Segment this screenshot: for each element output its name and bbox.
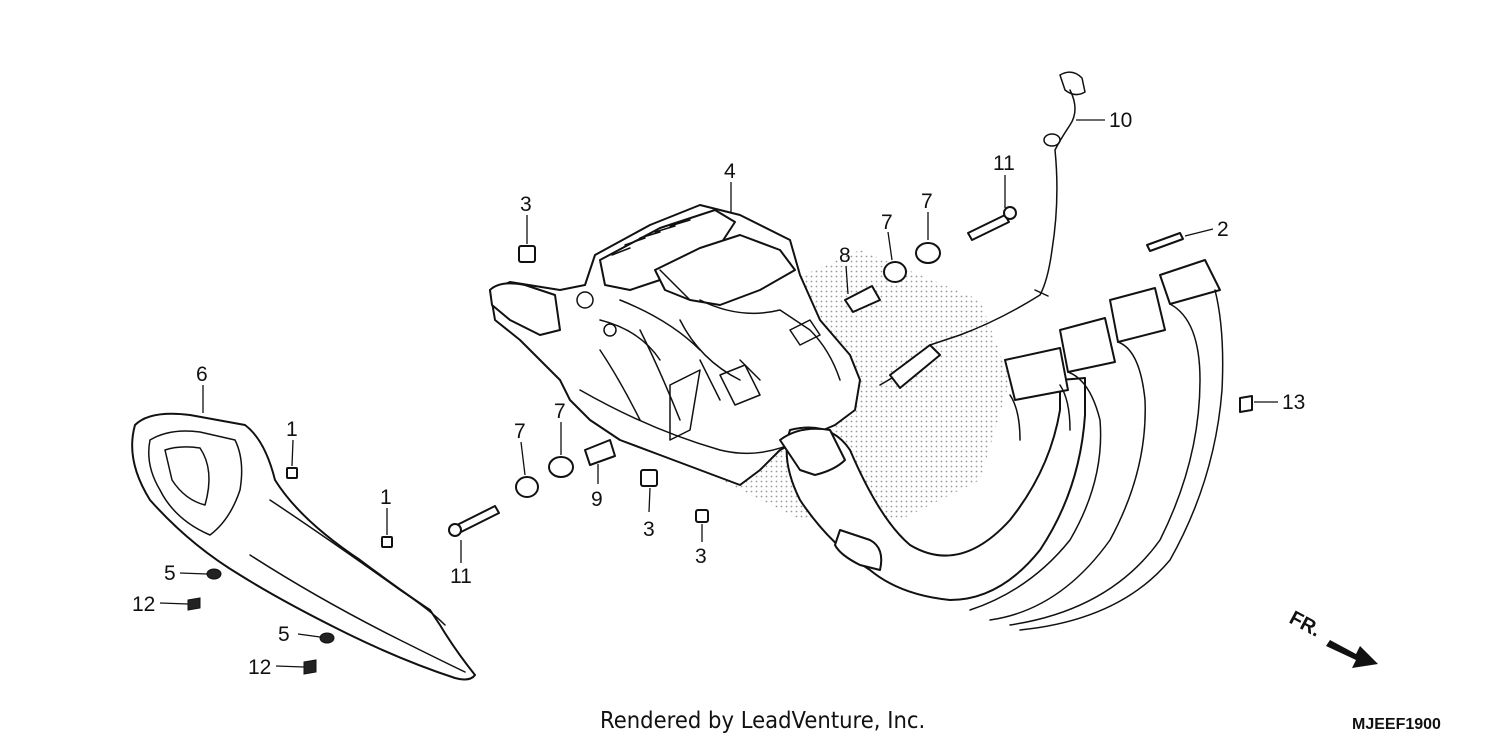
callout-3-mid: 3	[643, 518, 655, 541]
callout-5-upper: 5	[164, 562, 176, 585]
exhaust-header-pipes	[779, 259, 1224, 631]
callout-11-top: 11	[993, 152, 1015, 175]
callout-7-left: 7	[554, 400, 566, 423]
callout-7-left2: 7	[514, 420, 526, 443]
callouts: 3 4 10 11 2 7 7 8 13 6 1 1 7 7 9 3 3 11 …	[132, 109, 1305, 679]
callout-7-right: 7	[921, 190, 933, 213]
callout-10: 10	[1109, 109, 1132, 132]
callout-6: 6	[196, 363, 208, 386]
credit-text: Rendered by LeadVenture, Inc.	[600, 708, 926, 734]
muffler-part-4	[489, 204, 861, 486]
diagram-code: MJEEF1900	[1352, 716, 1441, 733]
front-arrow-icon	[1326, 640, 1378, 668]
callout-11-bottom: 11	[450, 565, 472, 588]
hardware	[187, 206, 1253, 675]
callout-12-upper: 12	[132, 593, 155, 616]
o2-sensor-part-10	[879, 71, 1086, 389]
callout-1-lower: 1	[380, 486, 392, 509]
leader-lines	[159, 119, 1278, 668]
clip-part-3-low	[695, 509, 709, 523]
callout-12-lower: 12	[248, 656, 271, 679]
callout-5-lower: 5	[278, 623, 290, 646]
callout-3-low: 3	[695, 545, 707, 568]
callout-7-right2: 7	[881, 211, 893, 234]
callout-2: 2	[1217, 218, 1229, 241]
gasket-part-2	[1146, 232, 1184, 252]
front-direction-indicator: FR.	[1286, 607, 1378, 668]
callout-1-upper: 1	[286, 418, 298, 441]
callout-8: 8	[839, 244, 851, 267]
front-label: FR.	[1286, 607, 1325, 642]
heat-shield-part-6	[131, 412, 476, 681]
callout-3-top: 3	[520, 193, 532, 216]
callout-13: 13	[1282, 391, 1305, 414]
callout-4: 4	[724, 160, 736, 183]
clip-part-3-mid	[640, 469, 658, 487]
callout-9: 9	[591, 488, 603, 511]
clip-part-3-top	[518, 245, 536, 263]
